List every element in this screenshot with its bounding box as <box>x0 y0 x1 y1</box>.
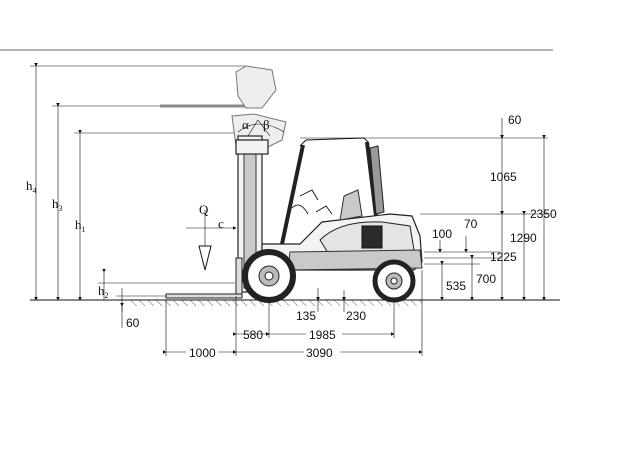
label-beta: β <box>263 117 270 132</box>
label-load-center: c <box>218 216 224 231</box>
raised-forks <box>160 65 287 151</box>
label-alpha: α <box>242 117 249 132</box>
load-arrow <box>186 210 237 271</box>
dim-guard-top: 60 <box>508 113 522 127</box>
horizontal-dimension-lines <box>163 270 423 356</box>
label-h3: h3 <box>52 196 63 213</box>
overhead-guard <box>280 137 385 245</box>
dim-fork-thickness: 60 <box>126 316 140 330</box>
dim-wheelbase: 1985 <box>309 328 336 342</box>
ground-clearance-lines <box>316 288 346 312</box>
label-h4: h4 <box>26 178 37 195</box>
dim-coupling-offset: 70 <box>464 217 478 231</box>
dim-fork-length: 1000 <box>189 346 216 360</box>
dim-clearance-mast: 135 <box>296 309 316 323</box>
label-load-q: Q <box>199 202 209 217</box>
rear-wheel <box>372 259 416 303</box>
height-dimension-lines <box>30 63 245 312</box>
dim-coupling-rear: 100 <box>432 227 452 241</box>
front-wheel <box>242 249 296 303</box>
truck-body <box>261 213 423 271</box>
forks <box>165 257 243 299</box>
dim-overall-height: 2350 <box>530 207 557 221</box>
dim-length-to-fork-face: 3090 <box>306 346 333 360</box>
label-h1: h1 <box>75 217 86 234</box>
dim-coupling-high: 1225 <box>490 250 517 264</box>
right-dimension-lines <box>300 118 548 301</box>
seat-and-controls <box>291 189 363 221</box>
dim-seat-height: 1290 <box>510 231 537 245</box>
tilt-angle-marks <box>237 119 285 137</box>
label-h2: h2 <box>98 283 109 300</box>
dim-front-overhang: 580 <box>243 328 263 342</box>
dim-guard-to-seat: 1065 <box>490 170 517 184</box>
dim-clearance-center: 230 <box>346 309 366 323</box>
dim-coupling-mid: 700 <box>476 272 496 286</box>
ground-line <box>30 299 560 306</box>
dim-coupling-low: 535 <box>446 279 466 293</box>
